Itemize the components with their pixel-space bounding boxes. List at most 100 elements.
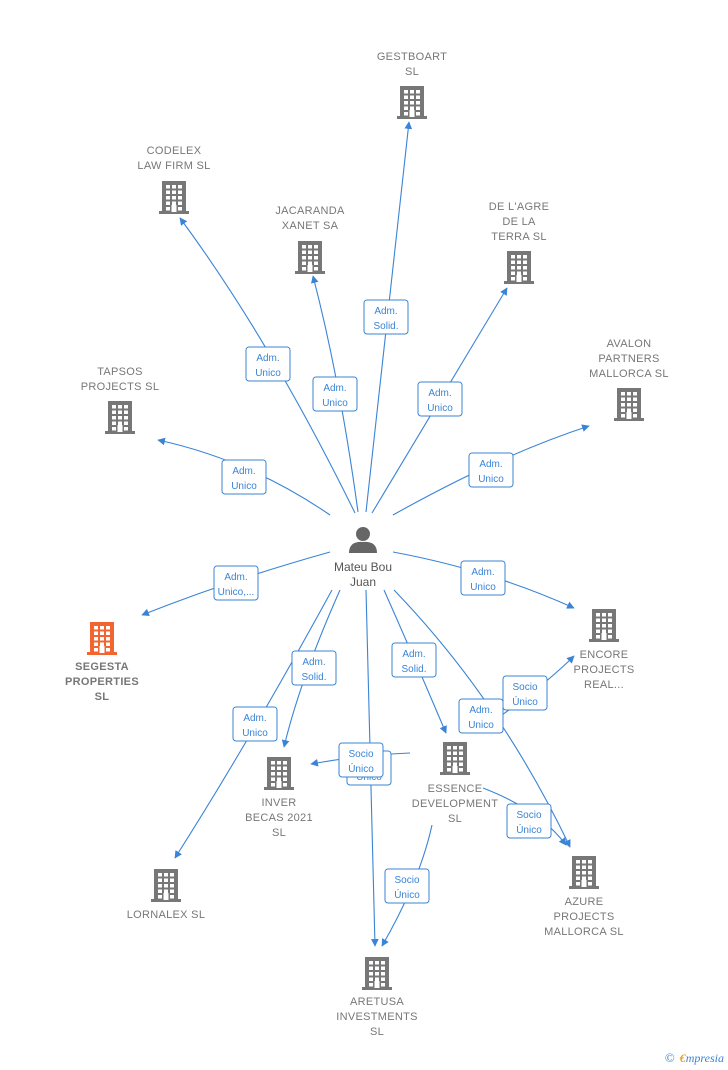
- edge-label-text: Socio: [512, 682, 537, 693]
- edge-label-box: [460, 560, 506, 596]
- node-label-line: ESSENCE: [428, 783, 483, 795]
- edge-label-mateu-to-encore[interactable]: Adm. Unico: [460, 560, 506, 596]
- edge-label-mateu-to-inver[interactable]: Adm.Solid.: [291, 650, 337, 686]
- node-label-line: XANET SA: [282, 220, 339, 232]
- node-label-line: DE L'AGRE: [489, 201, 549, 213]
- edge-label-text: Adm.: [243, 713, 266, 724]
- node-label-line: BECAS 2021: [245, 812, 313, 824]
- edge-label-text: Socio: [348, 749, 373, 760]
- node-label-line: PROPERTIES: [65, 676, 139, 688]
- edge-label-text: Adm.: [302, 657, 325, 668]
- brand-logo-text: mpresia: [685, 1051, 724, 1065]
- edge-label-text: Adm.: [469, 705, 492, 716]
- edge-label-text: Unico: [470, 582, 496, 593]
- edge-label-text: Único: [516, 823, 542, 836]
- edge-label-text: Adm.: [232, 466, 255, 477]
- node-company-segesta[interactable]: SEGESTA PROPERTIES SL: [65, 622, 139, 703]
- building-icon: [362, 957, 392, 990]
- edge-label-box: [338, 742, 384, 778]
- copyright-icon: ©: [664, 1050, 675, 1065]
- edge-label-mateu-to-codelex[interactable]: Adm.Unico: [245, 346, 291, 382]
- edge-label-box: [213, 565, 259, 601]
- node-label-line: SL: [370, 1026, 384, 1038]
- edge-label-box: [221, 459, 267, 495]
- node-label-line: AZURE: [565, 896, 604, 908]
- edge-label-box: [363, 299, 409, 335]
- edge-label-text: Unico: [242, 728, 268, 739]
- node-label-line: ARETUSA: [350, 996, 404, 1008]
- node-company-essence[interactable]: ESSENCE DEVELOPMENT SL: [412, 742, 498, 825]
- edge-label-box: [468, 452, 514, 488]
- node-label-line: ENCORE: [580, 649, 629, 661]
- edge-label-mateu-to-delagre[interactable]: Adm.Unico: [417, 381, 463, 417]
- node-label-line: Juan: [350, 575, 376, 589]
- building-icon: [569, 856, 599, 889]
- edge-label-mateu-to-essence[interactable]: Adm. Solid.: [391, 642, 437, 678]
- node-label-line: LAW FIRM SL: [137, 160, 210, 172]
- edge-label-box: [384, 868, 430, 904]
- node-label-line: SL: [448, 813, 462, 825]
- node-company-lornalex[interactable]: LORNALEX SL: [127, 869, 206, 921]
- node-company-encore[interactable]: ENCOREPROJECTSREAL...: [573, 609, 634, 691]
- node-label-line: MALLORCA SL: [544, 926, 624, 938]
- node-label-line: TAPSOS: [97, 366, 143, 378]
- edge-label-box: [232, 706, 278, 742]
- edge-label-mateu-to-tapsos[interactable]: Adm. Unico: [221, 459, 267, 495]
- node-label-line: PARTNERS: [598, 353, 659, 365]
- node-label-line: GESTBOART: [377, 51, 447, 63]
- node-label-line: SL: [405, 66, 419, 78]
- edge-label-mateu-to-segesta[interactable]: Adm.Unico,...: [213, 565, 259, 601]
- edge-label-box: [312, 376, 358, 412]
- building-icon: [440, 742, 470, 775]
- edge-label-text: Adm.: [428, 388, 451, 399]
- building-icon: [295, 241, 325, 274]
- edge-label-text: Socio: [394, 875, 419, 886]
- edge-label-text: Adm.: [374, 306, 397, 317]
- node-label-line: CODELEX: [147, 145, 202, 157]
- node-company-codelex[interactable]: CODELEX LAW FIRM SL: [137, 145, 210, 214]
- footer-brand[interactable]: © €mpresia: [665, 1050, 724, 1066]
- building-icon: [151, 869, 181, 902]
- edge-label-box: [502, 675, 548, 711]
- node-label-line: SL: [95, 691, 110, 703]
- edge-label-text: Adm.: [402, 649, 425, 660]
- edge-label-mateu-to-lornalex[interactable]: Adm. Unico: [232, 706, 278, 742]
- edge-label-text: Solid.: [401, 664, 426, 675]
- edge-label-mateu-to-azure[interactable]: Adm.Unico: [458, 698, 504, 734]
- edge-label-text: Solid.: [373, 321, 398, 332]
- person-icon: [349, 527, 377, 553]
- edge-label-text: Unico,...: [218, 587, 255, 598]
- node-label-line: INVESTMENTS: [336, 1011, 418, 1023]
- building-icon: [589, 609, 619, 642]
- node-company-aretusa[interactable]: ARETUSA INVESTMENTS SL: [336, 957, 418, 1038]
- edge-label-text: Adm.: [479, 459, 502, 470]
- edge-label-box: [391, 642, 437, 678]
- edge-label-mateu-to-avalon[interactable]: Adm.Unico: [468, 452, 514, 488]
- node-label-line: DEVELOPMENT: [412, 798, 498, 810]
- node-label-line: SL: [272, 827, 286, 839]
- building-icon: [264, 757, 294, 790]
- edge-label-mateu-to-jacaranda[interactable]: Adm.Unico: [312, 376, 358, 412]
- edge-label-text: Socio: [516, 810, 541, 821]
- edge-label-text: Unico: [231, 481, 257, 492]
- edge-label-text: Único: [394, 888, 420, 901]
- edge-label-mateu-to-gestboart[interactable]: Adm. Solid.: [363, 299, 409, 335]
- edge-label-box: [245, 346, 291, 382]
- node-label-line: SEGESTA: [75, 661, 129, 673]
- edge-label-text: Adm.: [471, 567, 494, 578]
- edge-label-box: [506, 803, 552, 839]
- node-company-gestboart[interactable]: GESTBOART SL: [377, 51, 447, 119]
- building-icon: [105, 401, 135, 434]
